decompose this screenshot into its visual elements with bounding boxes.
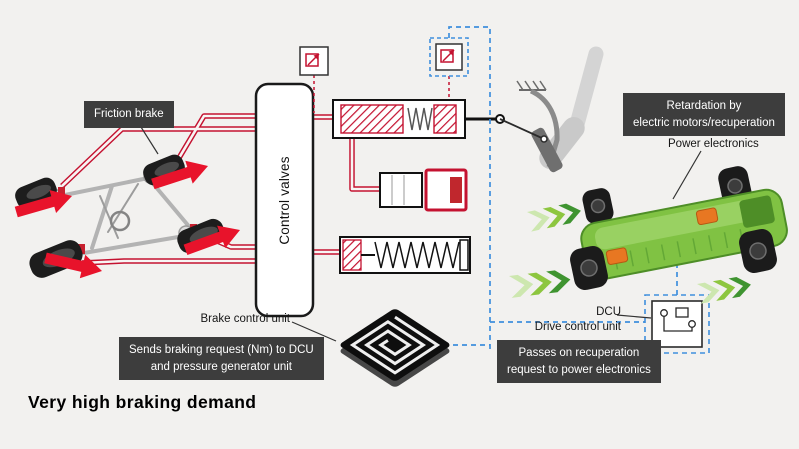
retardation-line2: electric motors/recuperation: [633, 116, 775, 129]
friction-brake-car-illustration: [12, 154, 245, 283]
pressure-sensor-icon: [305, 53, 320, 67]
pressure-sensor-box-left: [299, 46, 329, 113]
power-electronics-label: Power electronics: [668, 138, 759, 150]
brake-control-unit-chip: [340, 309, 450, 387]
passes-line1: Passes on recuperation: [518, 347, 640, 359]
pressure-sensor-icon: [440, 49, 455, 63]
dcu-full-label: Drive control unit: [534, 320, 621, 333]
sends-braking-callout: Sends braking request (Nm) to DCU and pr…: [119, 337, 324, 381]
brake-control-unit-label: Brake control unit: [200, 313, 291, 325]
electric-car-illustration: [509, 166, 788, 304]
hydraulic-lines: [60, 113, 381, 266]
power-electronics-unit: [695, 207, 719, 226]
power-electronics-unit: [605, 247, 629, 265]
control-valves-label: Control valves: [277, 156, 292, 245]
leader-lines: [140, 126, 702, 342]
signal-lines: [448, 26, 678, 352]
dcu-label-block: DCU Drive control unit: [497, 305, 621, 335]
pressure-sensor-box-right: [429, 37, 469, 100]
retardation-callout: Retardation by electric motors/recuperat…: [623, 93, 785, 137]
steering-wheel-icon: [109, 210, 131, 232]
dcu-circuit-box: [644, 294, 710, 354]
maze-chip-icon: [353, 317, 438, 373]
sends-line2: and pressure generator unit: [150, 360, 292, 373]
sends-line1: Sends braking request (Nm) to DCU: [129, 344, 314, 356]
master-cylinder: [332, 99, 505, 139]
friction-brake-label: Friction brake: [84, 101, 174, 128]
passes-on-callout: Passes on recuperation request to power …: [497, 340, 661, 384]
control-valves-box: [254, 82, 315, 318]
brake-pedal-illustration: [499, 46, 604, 173]
passes-line2: request to power electronics: [507, 363, 651, 376]
pressure-generator-unit: [379, 168, 468, 212]
retardation-line1: Retardation by: [666, 100, 742, 112]
circuit-icon: [660, 307, 696, 332]
page-title: Very high braking demand: [28, 392, 257, 412]
plunger-unit: [339, 236, 471, 274]
dcu-abbr-label: DCU: [596, 306, 621, 318]
